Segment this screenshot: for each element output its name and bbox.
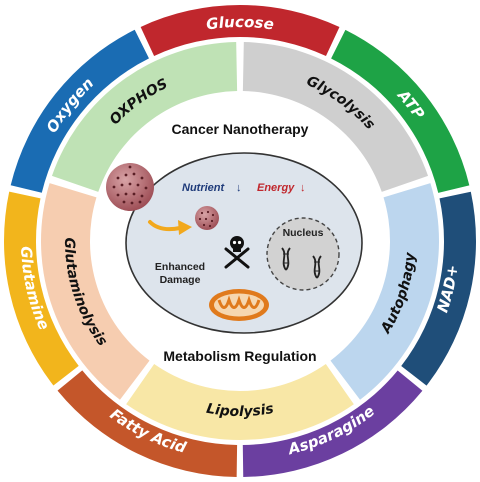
nanoparticle-outside-icon: [106, 163, 154, 211]
outer-segment-nad: [401, 191, 476, 386]
outer-segment-glucose: [140, 4, 340, 57]
damage-label-line2: Damage: [160, 274, 201, 286]
outer-label-glucose: Glucose: [205, 13, 275, 34]
middle-label-lipolysis: Lipolysis: [205, 401, 275, 420]
outer-segment-fatty-acid: [57, 370, 238, 477]
title-cancer-nanotherapy: Cancer Nanotherapy: [172, 121, 309, 137]
outer-segment-oxygen: [10, 29, 149, 193]
damage-label-line1: Enhanced: [155, 261, 205, 273]
middle-segment-autophagy: [330, 183, 439, 400]
title-metabolism-regulation: Metabolism Regulation: [163, 348, 316, 364]
middle-segment-lipolysis: [126, 364, 354, 440]
outer-segment-atp: [331, 29, 470, 193]
middle-segment-glycolysis: [242, 42, 429, 192]
nanoparticle-inside-icon: [195, 206, 219, 230]
energy-down-arrow: ↓: [300, 182, 306, 194]
skull-crossbones-icon: [224, 236, 250, 269]
outer-segment-asparagine: [242, 370, 423, 477]
nucleus-label: Nucleus: [283, 227, 324, 239]
nutrient-down-arrow: ↓: [236, 182, 242, 194]
middle-segment-glutaminolysis: [40, 183, 150, 400]
mitochondrion-icon: [209, 289, 269, 321]
nutrient-label: Nutrient: [182, 182, 226, 194]
nucleus-icon: [266, 217, 340, 291]
outer-segment-glutamine: [3, 191, 79, 386]
uptake-arrow-icon: [148, 220, 192, 235]
middle-segment-oxphos: [51, 42, 238, 192]
energy-label: Energy: [257, 182, 295, 194]
